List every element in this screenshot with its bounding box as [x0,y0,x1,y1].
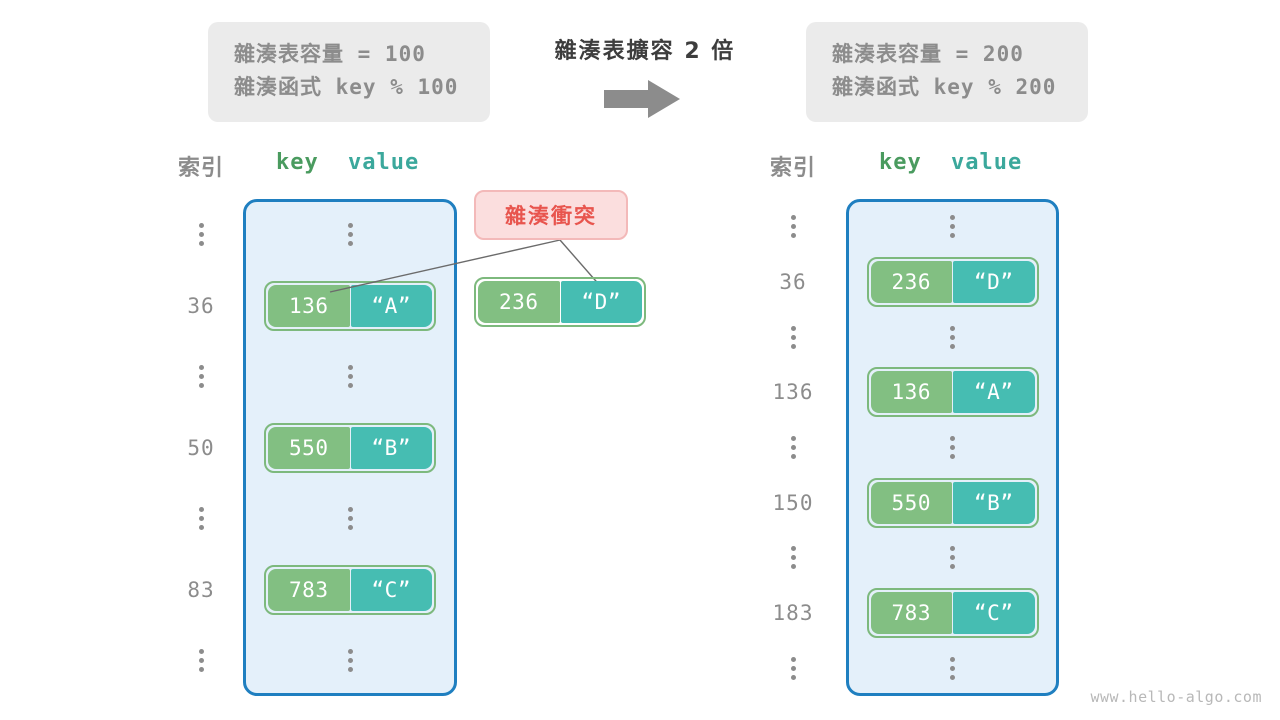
pair-value: “C” [953,592,1035,635]
right-index-cell [748,530,838,586]
right-index-cell [748,420,838,476]
left-bucket-row [243,349,457,405]
left-bucket-ellipsis [347,507,353,530]
left-index-cell [158,207,244,263]
left-bucket-row: 136“A” [243,278,457,334]
left-bucket-row [243,207,457,263]
left-bucket-ellipsis [347,649,353,672]
right-bucket-row [846,309,1059,365]
left-header-value: value [348,150,420,175]
right-index-cell: 136 [772,380,814,405]
pair-key: 550 [870,481,952,524]
pair-value: “B” [953,481,1035,524]
right-index-ellipsis [790,325,796,349]
key-value-pair: 136“A” [866,367,1039,418]
left-hashtable-info-box: 雜湊表容量 = 100 雜湊函式 key % 100 [208,22,490,122]
left-index-ellipsis [198,223,204,246]
right-bucket-ellipsis [950,325,955,349]
right-header-value: value [951,150,1023,175]
right-index-cell [748,199,838,255]
right-bucket-row [846,530,1059,586]
key-value-pair: 236 “D” [474,277,646,327]
right-bucket-row: 236“D” [846,254,1059,310]
right-bucket-row [846,199,1059,255]
pair-value: “B” [350,426,432,469]
right-index-ellipsis [790,215,796,239]
right-header-index: 索引 [769,156,816,181]
right-index-cell: 36 [779,269,807,294]
left-index-cell: 83 [187,577,215,602]
pair-value: “D” [953,260,1035,303]
collision-entry: 236 “D” [474,277,646,327]
pair-value: “A” [350,284,432,327]
pair-key: 136 [870,371,952,414]
right-bucket-row: 136“A” [846,364,1059,420]
right-index-cell [748,640,838,696]
pair-key: 783 [870,592,952,635]
pair-key: 236 [478,281,560,323]
left-header-key: key [276,150,319,175]
left-index-ellipsis [198,649,204,672]
key-value-pair: 550“B” [264,422,436,473]
right-index-ellipsis [790,656,796,680]
pair-key: 550 [268,426,350,469]
right-hashfunc-line: 雜湊函式 key % 200 [832,75,1057,99]
right-index-cell: 150 [772,490,814,515]
pair-key: 783 [268,568,350,611]
collision-badge: 雜湊衝突 [474,190,628,240]
left-index-ellipsis [198,365,204,388]
left-index-cell [158,349,244,405]
arrow-right-icon [604,80,680,118]
left-index-ellipsis [198,507,204,530]
left-hashfunc-line: 雜湊函式 key % 100 [234,75,459,99]
right-bucket-row: 550“B” [846,475,1059,531]
right-capacity-line: 雜湊表容量 = 200 [832,42,1024,66]
right-header-key: key [879,150,922,175]
right-index-ellipsis [790,436,796,459]
left-bucket-row [243,633,457,689]
left-index-cell [158,633,244,689]
right-index-cell [748,309,838,365]
pair-key: 236 [870,260,952,303]
key-value-pair: 236“D” [866,256,1039,307]
pair-value: “C” [350,568,432,611]
watermark: www.hello-algo.com [1090,688,1262,706]
expand-caption: 雜湊表擴容 2 倍 [554,39,736,64]
left-header-index: 索引 [177,156,224,181]
right-index-cell: 183 [772,601,814,626]
left-bucket-ellipsis [347,365,353,388]
left-capacity-line: 雜湊表容量 = 100 [234,42,426,66]
key-value-pair: 550“B” [866,477,1039,528]
left-index-cell: 36 [187,293,215,318]
key-value-pair: 136“A” [264,280,436,331]
pair-value: “D” [560,281,642,323]
right-index-ellipsis [790,546,796,570]
right-bucket-row [846,420,1059,476]
left-index-cell: 50 [187,435,215,460]
right-hashtable-info-box: 雜湊表容量 = 200 雜湊函式 key % 200 [806,22,1088,122]
right-bucket-ellipsis [950,436,955,459]
right-bucket-ellipsis [950,215,955,239]
pair-value: “A” [953,371,1035,414]
left-bucket-ellipsis [347,223,353,246]
right-bucket-row [846,640,1059,696]
right-bucket-ellipsis [950,656,955,680]
left-bucket-row [243,491,457,547]
left-bucket-row: 550“B” [243,420,457,476]
left-index-cell [158,491,244,547]
key-value-pair: 783“C” [866,588,1039,639]
left-bucket-row: 783“C” [243,562,457,618]
right-bucket-row: 783“C” [846,585,1059,641]
right-bucket-ellipsis [950,546,955,570]
pair-key: 136 [268,284,350,327]
key-value-pair: 783“C” [264,564,436,615]
